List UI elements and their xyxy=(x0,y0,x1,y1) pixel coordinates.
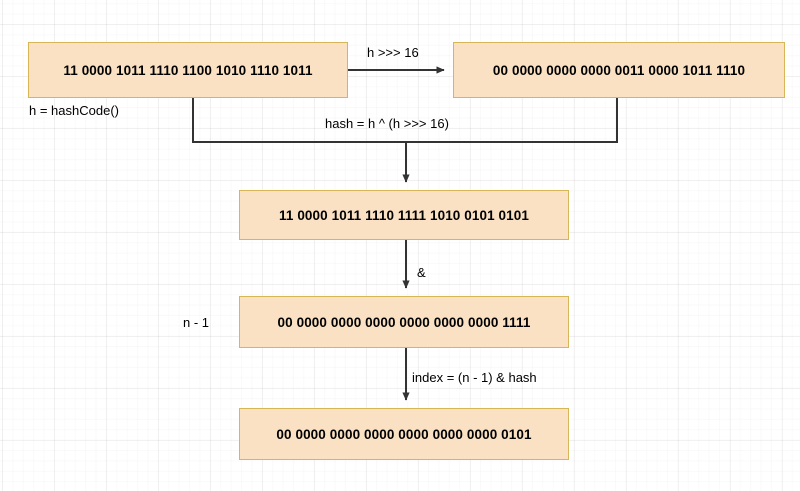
hash-code-box-value: 11 0000 1011 1110 1100 1010 1110 1011 xyxy=(63,62,313,78)
xor-hash-box[interactable]: 11 0000 1011 1110 1111 1010 0101 0101 xyxy=(239,190,569,240)
hash-code-box[interactable]: 11 0000 1011 1110 1100 1010 1110 1011 xyxy=(28,42,348,98)
index-result-box-value: 00 0000 0000 0000 0000 0000 0000 0101 xyxy=(276,426,532,442)
index-formula-label: index = (n - 1) & hash xyxy=(412,370,537,385)
index-result-box[interactable]: 00 0000 0000 0000 0000 0000 0000 0101 xyxy=(239,408,569,460)
xor-hash-box-value: 11 0000 1011 1110 1111 1010 0101 0101 xyxy=(279,207,529,223)
capacity-mask-box[interactable]: 00 0000 0000 0000 0000 0000 0000 1111 xyxy=(239,296,569,348)
xor-formula-label: hash = h ^ (h >>> 16) xyxy=(325,116,449,131)
shifted-box-value: 00 0000 0000 0000 0011 0000 1011 1110 xyxy=(492,62,746,78)
shifted-box[interactable]: 00 0000 0000 0000 0011 0000 1011 1110 xyxy=(453,42,785,98)
shift-right-label: h >>> 16 xyxy=(367,45,419,60)
capacity-mask-box-value: 00 0000 0000 0000 0000 0000 0000 1111 xyxy=(277,314,531,330)
hash-code-label: h = hashCode() xyxy=(29,103,119,118)
and-operator-label: & xyxy=(417,265,426,280)
n-minus-one-label: n - 1 xyxy=(183,315,210,330)
